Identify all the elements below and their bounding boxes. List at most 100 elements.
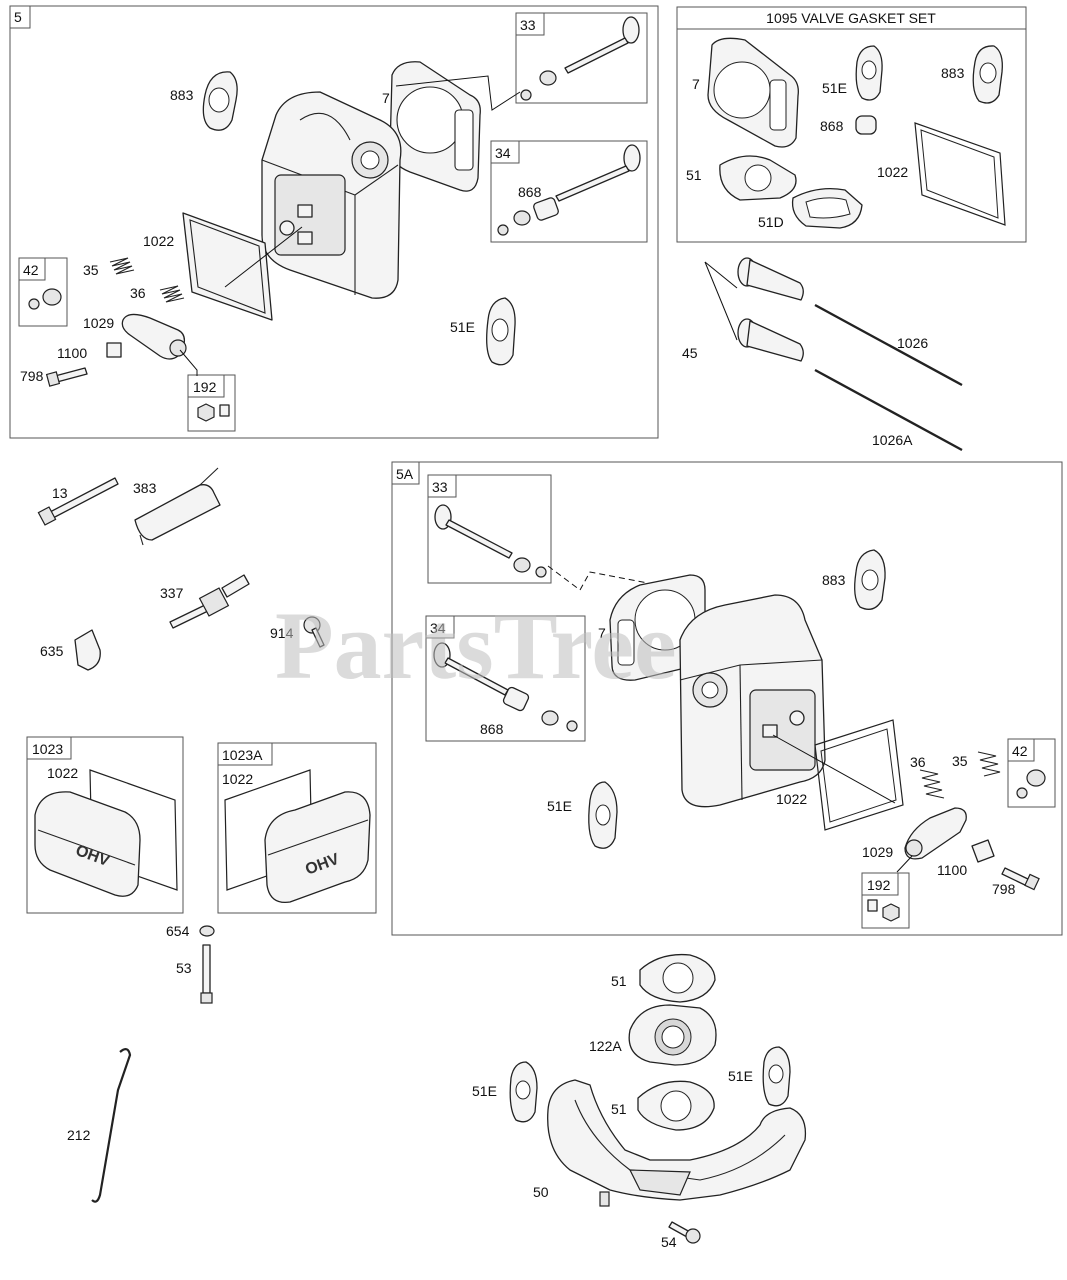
gasket-51-mid-icon (637, 1080, 715, 1131)
gasket-51D-set-icon (791, 187, 863, 229)
retainer-icon (42, 288, 62, 306)
assembly-5A-label: 5A (396, 466, 414, 482)
spring-35-icon-b (977, 751, 1001, 777)
callout-51E-manifold-right: 51E (728, 1068, 753, 1084)
intake-valve-icon (520, 16, 640, 101)
callout-337: 337 (160, 585, 184, 601)
callout-7-set: 7 (692, 76, 700, 92)
spring-35-icon (109, 257, 135, 275)
assembly-5A-frame (391, 461, 1063, 936)
callout-868-b: 868 (480, 721, 504, 737)
gasket-883-icon-b (854, 549, 886, 610)
fitting-635-icon (74, 629, 101, 671)
assembly-5A: 5A 33 34 868 7 (391, 461, 1063, 936)
gasket-set-title: 1095 VALVE GASKET SET (766, 10, 936, 26)
valve-gasket-set: 1095 VALVE GASKET SET 7 51E 883 868 51 (676, 6, 1027, 243)
misc-lower: 654 53 212 (67, 923, 215, 1203)
rocker-gasket-icon (182, 212, 273, 321)
gasket-51-set-icon (719, 155, 797, 201)
heat-shield-122A-icon (628, 1004, 717, 1066)
rocker-cover-1023: 1023 1022 OHV (26, 736, 184, 914)
callout-798: 798 (20, 368, 44, 384)
callout-53: 53 (176, 960, 192, 976)
bolt-54-icon (668, 1221, 701, 1244)
stud-798-icon-b (1001, 867, 1040, 891)
nut-icon (197, 403, 215, 422)
callout-35: 35 (83, 262, 99, 278)
callout-1100: 1100 (57, 345, 87, 361)
callout-51D-set: 51D (758, 214, 784, 230)
callout-13: 13 (52, 485, 68, 501)
valve-box-33 (515, 12, 648, 104)
lifters-pushrods: 45 1026 1026A (682, 257, 963, 452)
callout-883-b: 883 (822, 572, 846, 588)
gasket-set-frame (676, 6, 1027, 243)
pushrod-icon-2 (814, 368, 963, 452)
nut-654-icon (199, 925, 215, 937)
callout-654: 654 (166, 923, 190, 939)
callout-1022-cover-a: 1022 (222, 771, 253, 787)
callout-1029-b: 1029 (862, 844, 893, 860)
box-1023A-label: 1023A (222, 747, 263, 763)
callout-36-b: 36 (910, 754, 926, 770)
pushrod-icon (814, 303, 963, 387)
callout-1022-cover: 1022 (47, 765, 78, 781)
valve-box-34b (425, 615, 586, 742)
valve-box-34-label: 34 (495, 145, 511, 161)
rocker-gasket-set-icon (914, 122, 1006, 226)
valve-cover-icon-a: OHV (264, 791, 371, 904)
callout-914: 914 (270, 625, 294, 641)
exhaust-valve-icon (497, 144, 641, 236)
callout-51E: 51E (450, 319, 475, 335)
box-192-label: 192 (193, 379, 217, 395)
assembly-5-frame (9, 5, 659, 439)
cylinder-head-icon (261, 91, 402, 299)
callout-212: 212 (67, 1127, 91, 1143)
callout-54: 54 (661, 1234, 677, 1250)
exhaust-manifold-group: 51 122A 51E 51E 51 50 (472, 953, 807, 1250)
pushrod-guide-icon-b (971, 839, 995, 863)
callout-868: 868 (518, 184, 542, 200)
valve-box-33b (427, 474, 552, 584)
box-192-b-label: 192 (867, 877, 891, 893)
misc-parts: 13 383 337 914 635 (37, 467, 325, 671)
head-gasket-icon (389, 61, 481, 192)
assembly-5-tag (9, 5, 31, 29)
callout-635: 635 (40, 643, 64, 659)
callout-1022-b: 1022 (776, 791, 807, 807)
callout-51E-set: 51E (822, 80, 847, 96)
gasket-51E-icon-b (588, 781, 618, 849)
gasket-51E-set-icon (855, 45, 883, 101)
rocker-arm-icon (121, 313, 187, 360)
callout-868-set: 868 (820, 118, 844, 134)
callout-51-manifold-top: 51 (611, 973, 627, 989)
assembly-5: 5 33 34 868 7 (9, 5, 659, 439)
callout-798-b: 798 (992, 881, 1016, 897)
bolt-914-icon (303, 616, 325, 648)
valve-box-33-label: 33 (520, 17, 536, 33)
gasket-883-set-icon (972, 45, 1003, 104)
callout-883-set: 883 (941, 65, 965, 81)
breather-tube-383-icon (134, 467, 221, 546)
spring-36-icon (159, 285, 185, 303)
valve-box-33b-label: 33 (432, 479, 448, 495)
callout-1026A: 1026A (872, 432, 913, 448)
callout-45: 45 (682, 345, 698, 361)
tappet-icon-upper (737, 257, 804, 301)
intake-valve-icon-b (434, 504, 547, 578)
box-1023-label: 1023 (32, 741, 63, 757)
spark-plug-337-icon (169, 574, 250, 629)
gasket-51-top-icon (639, 953, 716, 1003)
callout-883: 883 (170, 87, 194, 103)
valve-box-34b-label: 34 (430, 620, 446, 636)
stud-798-icon (45, 367, 88, 387)
rocker-cover-1023A: 1023A 1022 OHV (217, 742, 377, 914)
head-gasket-set-icon (707, 37, 799, 148)
bolt-13-icon (37, 477, 119, 526)
box-42-b-label: 42 (1012, 743, 1028, 759)
tappet-icon-lower (737, 318, 804, 362)
callout-36: 36 (130, 285, 146, 301)
callout-7: 7 (382, 90, 390, 106)
stud-53-icon (200, 944, 213, 1004)
